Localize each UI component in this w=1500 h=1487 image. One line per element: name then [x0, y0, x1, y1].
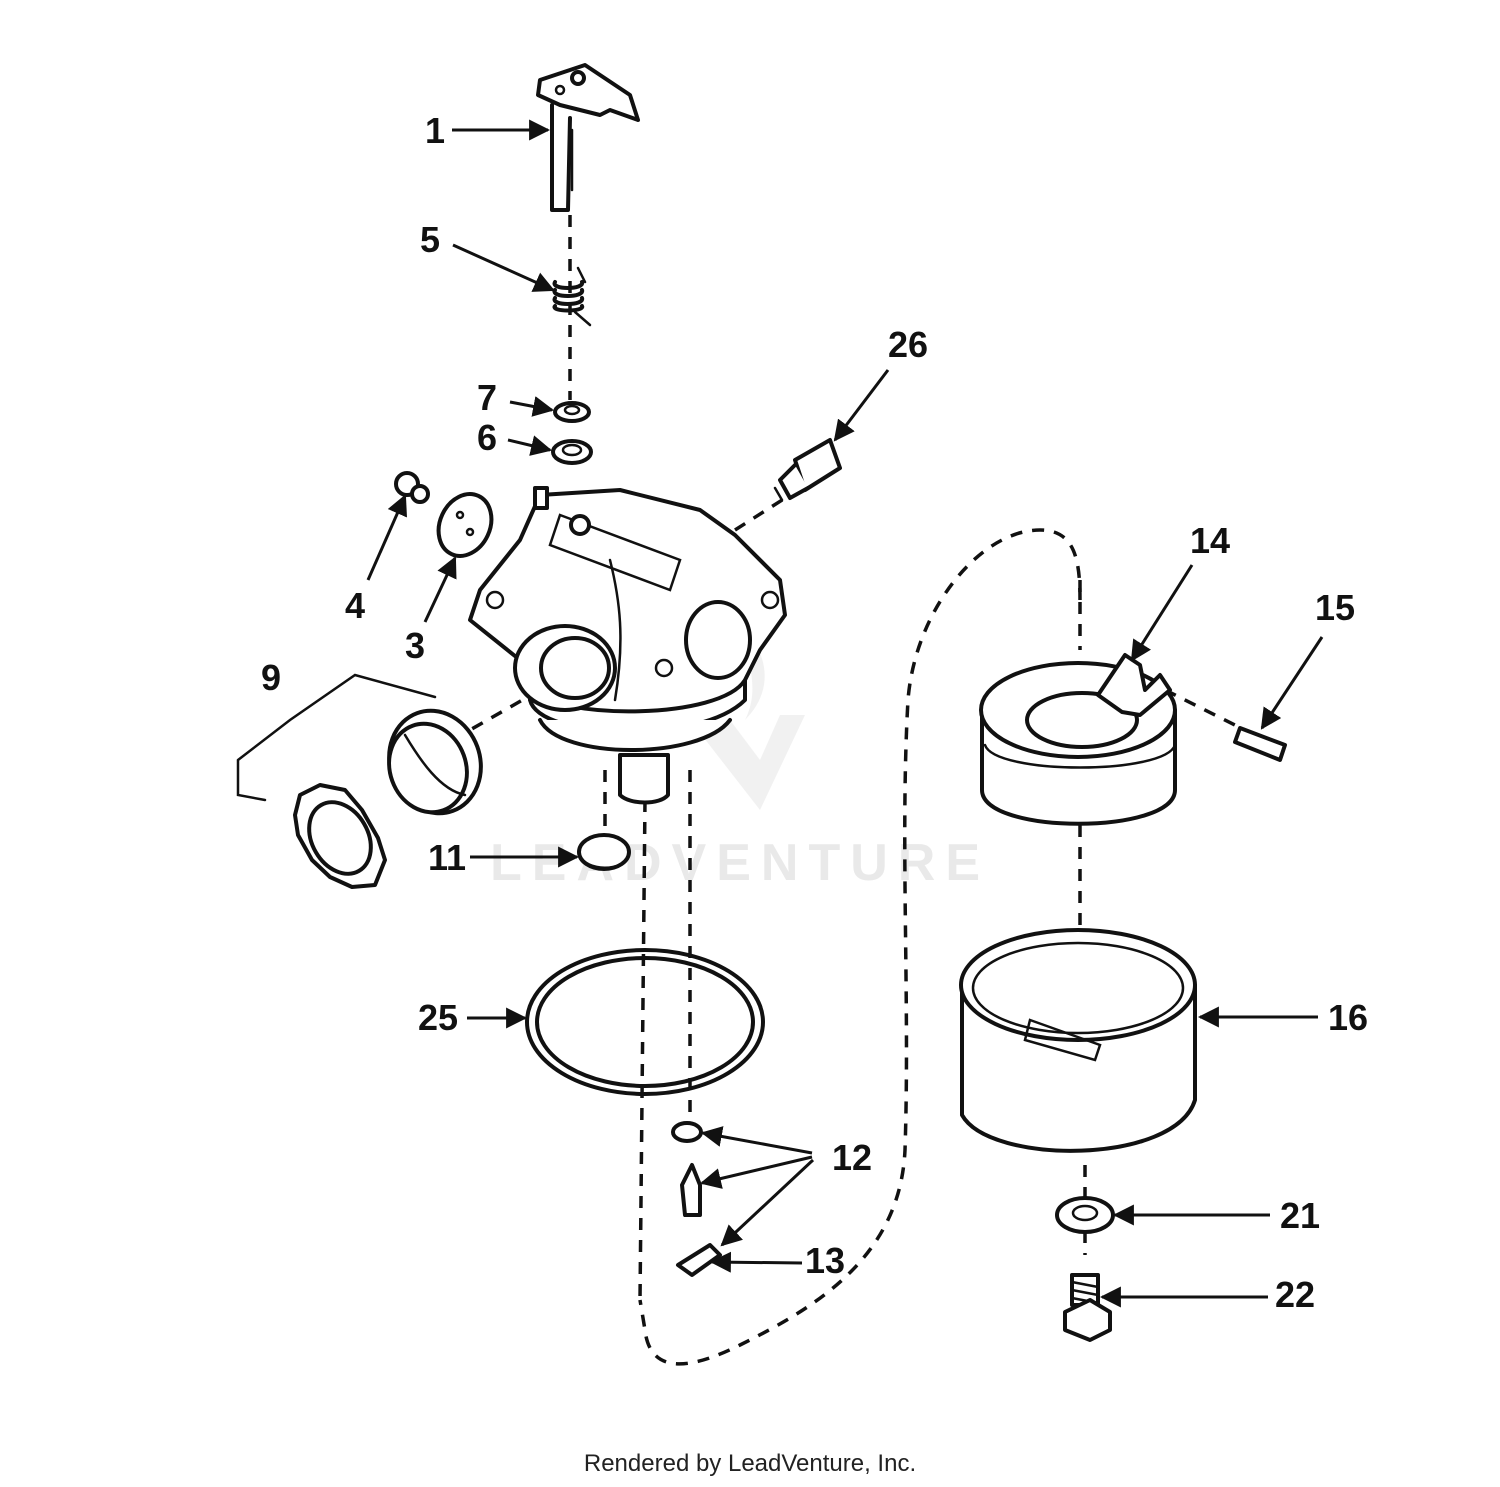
part-1-choke-shaft: [536, 63, 640, 212]
part-26-fitting: [773, 438, 842, 502]
part-12-needle-set: [671, 1121, 703, 1217]
part-11-plug: [577, 833, 631, 871]
part-4-screw: [394, 471, 430, 504]
callout-4: 4: [345, 585, 365, 626]
callout-21: 21: [1280, 1195, 1320, 1236]
watermark-logo: [690, 620, 805, 810]
callout-16: 16: [1328, 997, 1368, 1038]
part-7-washer: [553, 401, 591, 423]
part-13-clip: [676, 1243, 722, 1277]
callout-9: 9: [261, 657, 281, 698]
callout-7: 7: [477, 377, 497, 418]
part-16-float-bowl: [959, 928, 1197, 1153]
callout-22: 22: [1275, 1274, 1315, 1315]
callout-1: 1: [425, 110, 445, 151]
callout-5: 5: [420, 219, 440, 260]
part-6-seal: [551, 439, 593, 465]
part-25-gasket: [525, 948, 765, 1096]
callout-6: 6: [477, 417, 497, 458]
callout-11: 11: [428, 837, 466, 878]
callout-12: 12: [832, 1137, 872, 1178]
callout-25: 25: [418, 997, 458, 1038]
part-15-float-pin: [1233, 726, 1287, 762]
watermark-text: LEADVENTURE: [490, 834, 990, 892]
part-5-spring: [552, 266, 592, 327]
callout-26: 26: [888, 324, 928, 365]
leader-lines: [366, 119, 1324, 1308]
part-3-choke-plate: [436, 492, 494, 558]
credit-footer: Rendered by LeadVenture, Inc.: [583, 1450, 917, 1477]
part-9-primer-assembly: [236, 673, 483, 889]
callout-3: 3: [405, 625, 425, 666]
part-22-bowl-nut: [1063, 1273, 1112, 1342]
part-14-float: [979, 653, 1177, 826]
callout-13: 13: [805, 1240, 845, 1281]
carburetor-body: [468, 486, 787, 805]
callout-15: 15: [1315, 587, 1355, 628]
part-21-washer: [1055, 1196, 1115, 1234]
callout-14: 14: [1190, 520, 1230, 561]
